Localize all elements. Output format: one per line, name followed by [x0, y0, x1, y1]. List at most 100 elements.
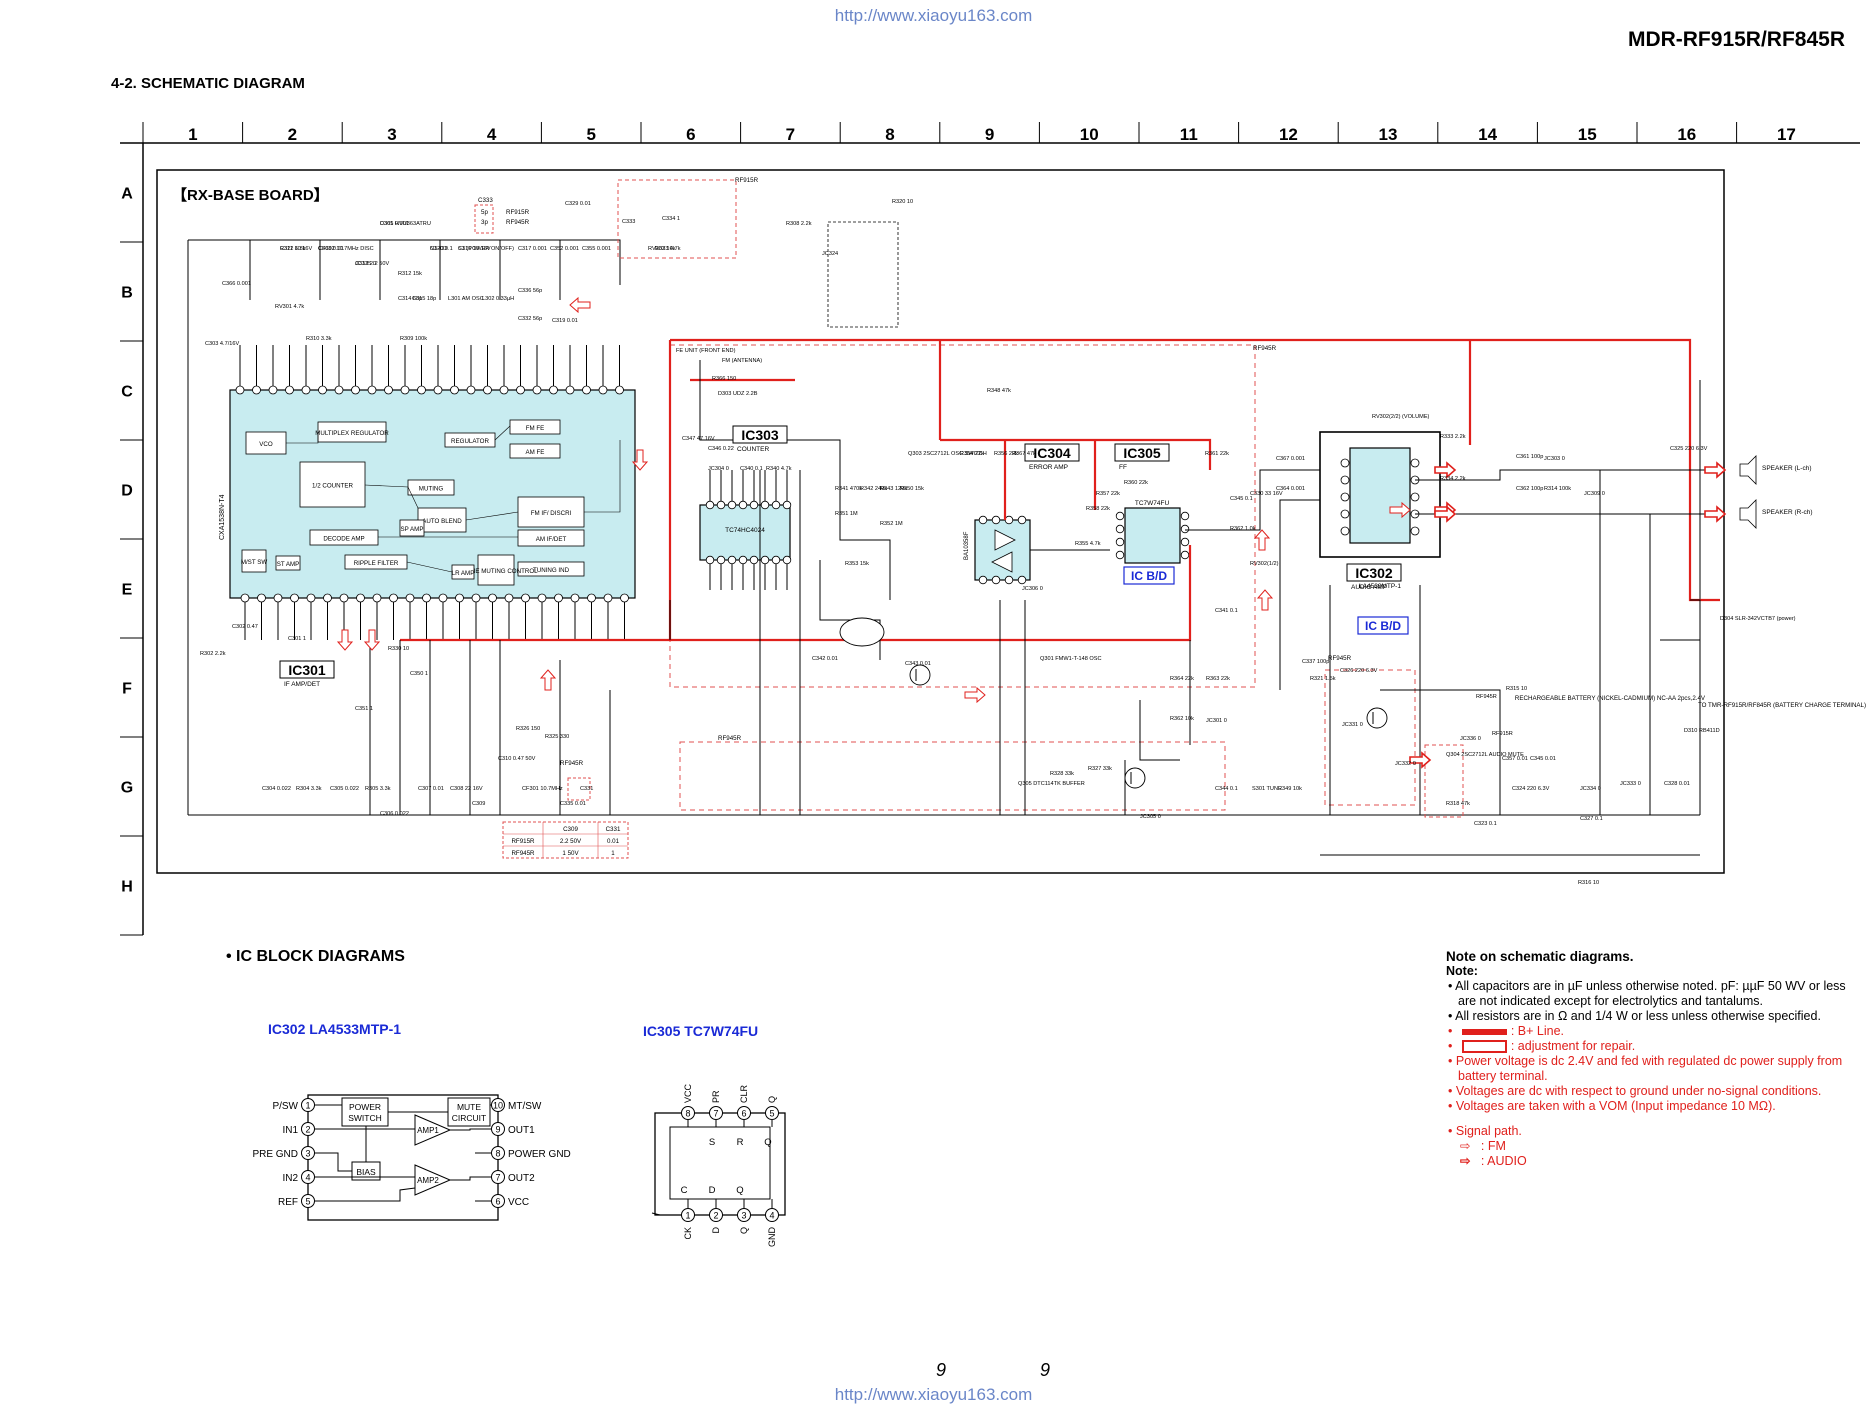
note-text-bplus: : B+ Line. — [1510, 1024, 1565, 1038]
ic302-block-bias: BIAS — [356, 1167, 376, 1177]
component-label: R302 2.2k — [200, 651, 226, 657]
note-text-vom: Voltages are taken with a VOM (Input imp… — [1455, 1099, 1776, 1113]
component-label: C366 0.001 — [222, 281, 251, 287]
component-label: R342 240k — [860, 486, 887, 492]
component-label: R325 330 — [545, 734, 569, 740]
grid-col-17: 17 — [1777, 125, 1796, 144]
grid-col-9: 9 — [985, 125, 994, 144]
note-text-capacitors: All capacitors are in µF unless otherwis… — [1455, 979, 1846, 1008]
component-label: JC301 0 — [1206, 718, 1227, 724]
variant-label: RF945R — [1253, 345, 1277, 352]
ic301-inner-label: AM IF/DET — [536, 536, 567, 543]
ic305-pin-number: 7 — [713, 1109, 718, 1119]
component-label: R318 47k — [1446, 801, 1470, 807]
ic305-inner-label: Q — [764, 1137, 771, 1148]
grid-col-3: 3 — [387, 125, 396, 144]
component-label: R333 2.2k — [1440, 434, 1466, 440]
component-label: RV302(1/2) — [1250, 561, 1279, 567]
grid-col-15: 15 — [1578, 125, 1597, 144]
ic301-part-number: CXA1538N-T4 — [219, 494, 226, 540]
section-title: 4-2. SCHEMATIC DIAGRAM — [111, 75, 305, 92]
ic305-pin-label: GND — [767, 1227, 777, 1248]
component-label: FE UNIT (FRONT END) — [676, 348, 736, 354]
ic305-inner-label: Q — [736, 1185, 743, 1196]
ic-block-heading: • IC BLOCK DIAGRAMS — [226, 948, 405, 965]
ic304-part-number: BA10358F — [964, 531, 970, 560]
grid-col-1: 1 — [188, 125, 197, 144]
component-label: C336 56p — [518, 288, 542, 294]
fm-arrow-icon: ⇨ — [1460, 1139, 1471, 1153]
ic302-pin-label: REF — [278, 1197, 298, 1208]
ic301-inner-label: DECODE AMP — [323, 536, 364, 543]
component-label: R321 1.5k — [1310, 676, 1336, 682]
component-label: JC303 0 — [1544, 456, 1565, 462]
ic302-pin-label: VCC — [508, 1197, 529, 1208]
adjust-box-swatch — [1461, 1040, 1507, 1054]
battery-label: RECHARGEABLE BATTERY (NICKEL-CADMIUM) NC… — [1515, 695, 1706, 702]
component-label: C330 33 16V — [1250, 491, 1283, 497]
grid-col-7: 7 — [786, 125, 795, 144]
component-label: S1 (POWER ON/OFF) — [458, 246, 514, 252]
component-label: R350 15k — [900, 486, 924, 492]
component-label: C345 0.1 — [1230, 496, 1253, 502]
component-label: R328 33k — [1050, 771, 1074, 777]
component-label: C331 — [580, 786, 593, 792]
note-item-vom: • Voltages are taken with a VOM (Input i… — [1448, 1099, 1776, 1113]
component-label: R309 100k — [400, 336, 427, 342]
ic302-block-circuit: CIRCUIT — [452, 1113, 486, 1123]
c333-title: C333 — [478, 197, 493, 204]
ic-caption-ic305: FF — [1119, 464, 1127, 471]
ic302-part-number: LA4533MTP-1 — [1359, 583, 1401, 590]
ic301-inner-label: TUNING IND — [533, 567, 570, 574]
component-label: C305 0.022 — [330, 786, 359, 792]
component-label: C332 56p — [518, 316, 542, 322]
ic301-inner-label: AM FE — [526, 449, 545, 456]
ic302-pin-label: OUT1 — [508, 1125, 535, 1136]
component-label: C314 68p — [398, 296, 422, 302]
component-label: C337 100p — [1302, 659, 1329, 665]
ic302-pin-number: 4 — [305, 1173, 310, 1183]
grid-col-14: 14 — [1478, 125, 1497, 144]
component-label: C306 0.022 — [380, 811, 409, 817]
component-label: R349 10k — [1278, 786, 1302, 792]
note-text-power: Power voltage is dc 2.4V and fed with re… — [1455, 1054, 1843, 1083]
bottom-url[interactable]: http://www.xiaoyu163.com — [834, 1385, 1033, 1404]
component-label: R334 2.2k — [1440, 476, 1466, 482]
component-label: R362 1.0k — [1230, 526, 1256, 532]
component-label: CF301 10.7MHz — [522, 786, 563, 792]
component-label: RV302(2/2) (VOLUME) — [1372, 414, 1430, 420]
legend-audio-text: : AUDIO — [1480, 1154, 1527, 1168]
component-label: R362 10k — [1170, 716, 1194, 722]
c309-table-cell: 1 50V — [562, 850, 579, 857]
ic-label-ic305: IC305 — [1123, 445, 1161, 461]
variant-label: RF915R — [735, 177, 759, 184]
ic305-pin-number: 4 — [769, 1211, 774, 1221]
component-label: R312 15k — [398, 271, 422, 277]
c309-table-cell: 2.2 50V — [560, 838, 582, 845]
component-label: C307 0.01 — [418, 786, 444, 792]
component-label: R360 22k — [1124, 480, 1148, 486]
ic302-title: IC302 LA4533MTP-1 — [268, 1021, 402, 1037]
component-labels: 【RX-BASE BOARD】SPEAKER (L-ch)SPEAKER (R-… — [172, 177, 1866, 886]
component-label: C308 22 16V — [450, 786, 483, 792]
top-url[interactable]: http://www.xiaoyu163.com — [834, 6, 1033, 25]
component-label: C367 0.001 — [1276, 456, 1305, 462]
component-label: C329 0.01 — [565, 201, 591, 207]
component-label: N1-CD — [430, 246, 447, 252]
grid-row-D: D — [121, 483, 133, 500]
ic305-pin-label: Q — [767, 1096, 777, 1103]
ic301-inner-label: FM IF/ DISCRI — [531, 510, 572, 517]
grid-col-16: 16 — [1677, 125, 1696, 144]
component-label: C327 0.1 — [1580, 816, 1603, 822]
component-label: FM (ANTENNA) — [722, 358, 762, 364]
ic302-pin-number: 7 — [495, 1173, 500, 1183]
component-label: R353 15k — [845, 561, 869, 567]
ic303-part-number: TC74HC4024 — [725, 527, 765, 534]
page-number-right: 9 — [1040, 1360, 1051, 1380]
ic305-pin-number: 5 — [769, 1109, 774, 1119]
ic302-pin-number: 9 — [495, 1125, 500, 1135]
c333-model: RF915R — [506, 209, 530, 216]
component-label: D303 UDZ 2.2B — [718, 391, 758, 397]
